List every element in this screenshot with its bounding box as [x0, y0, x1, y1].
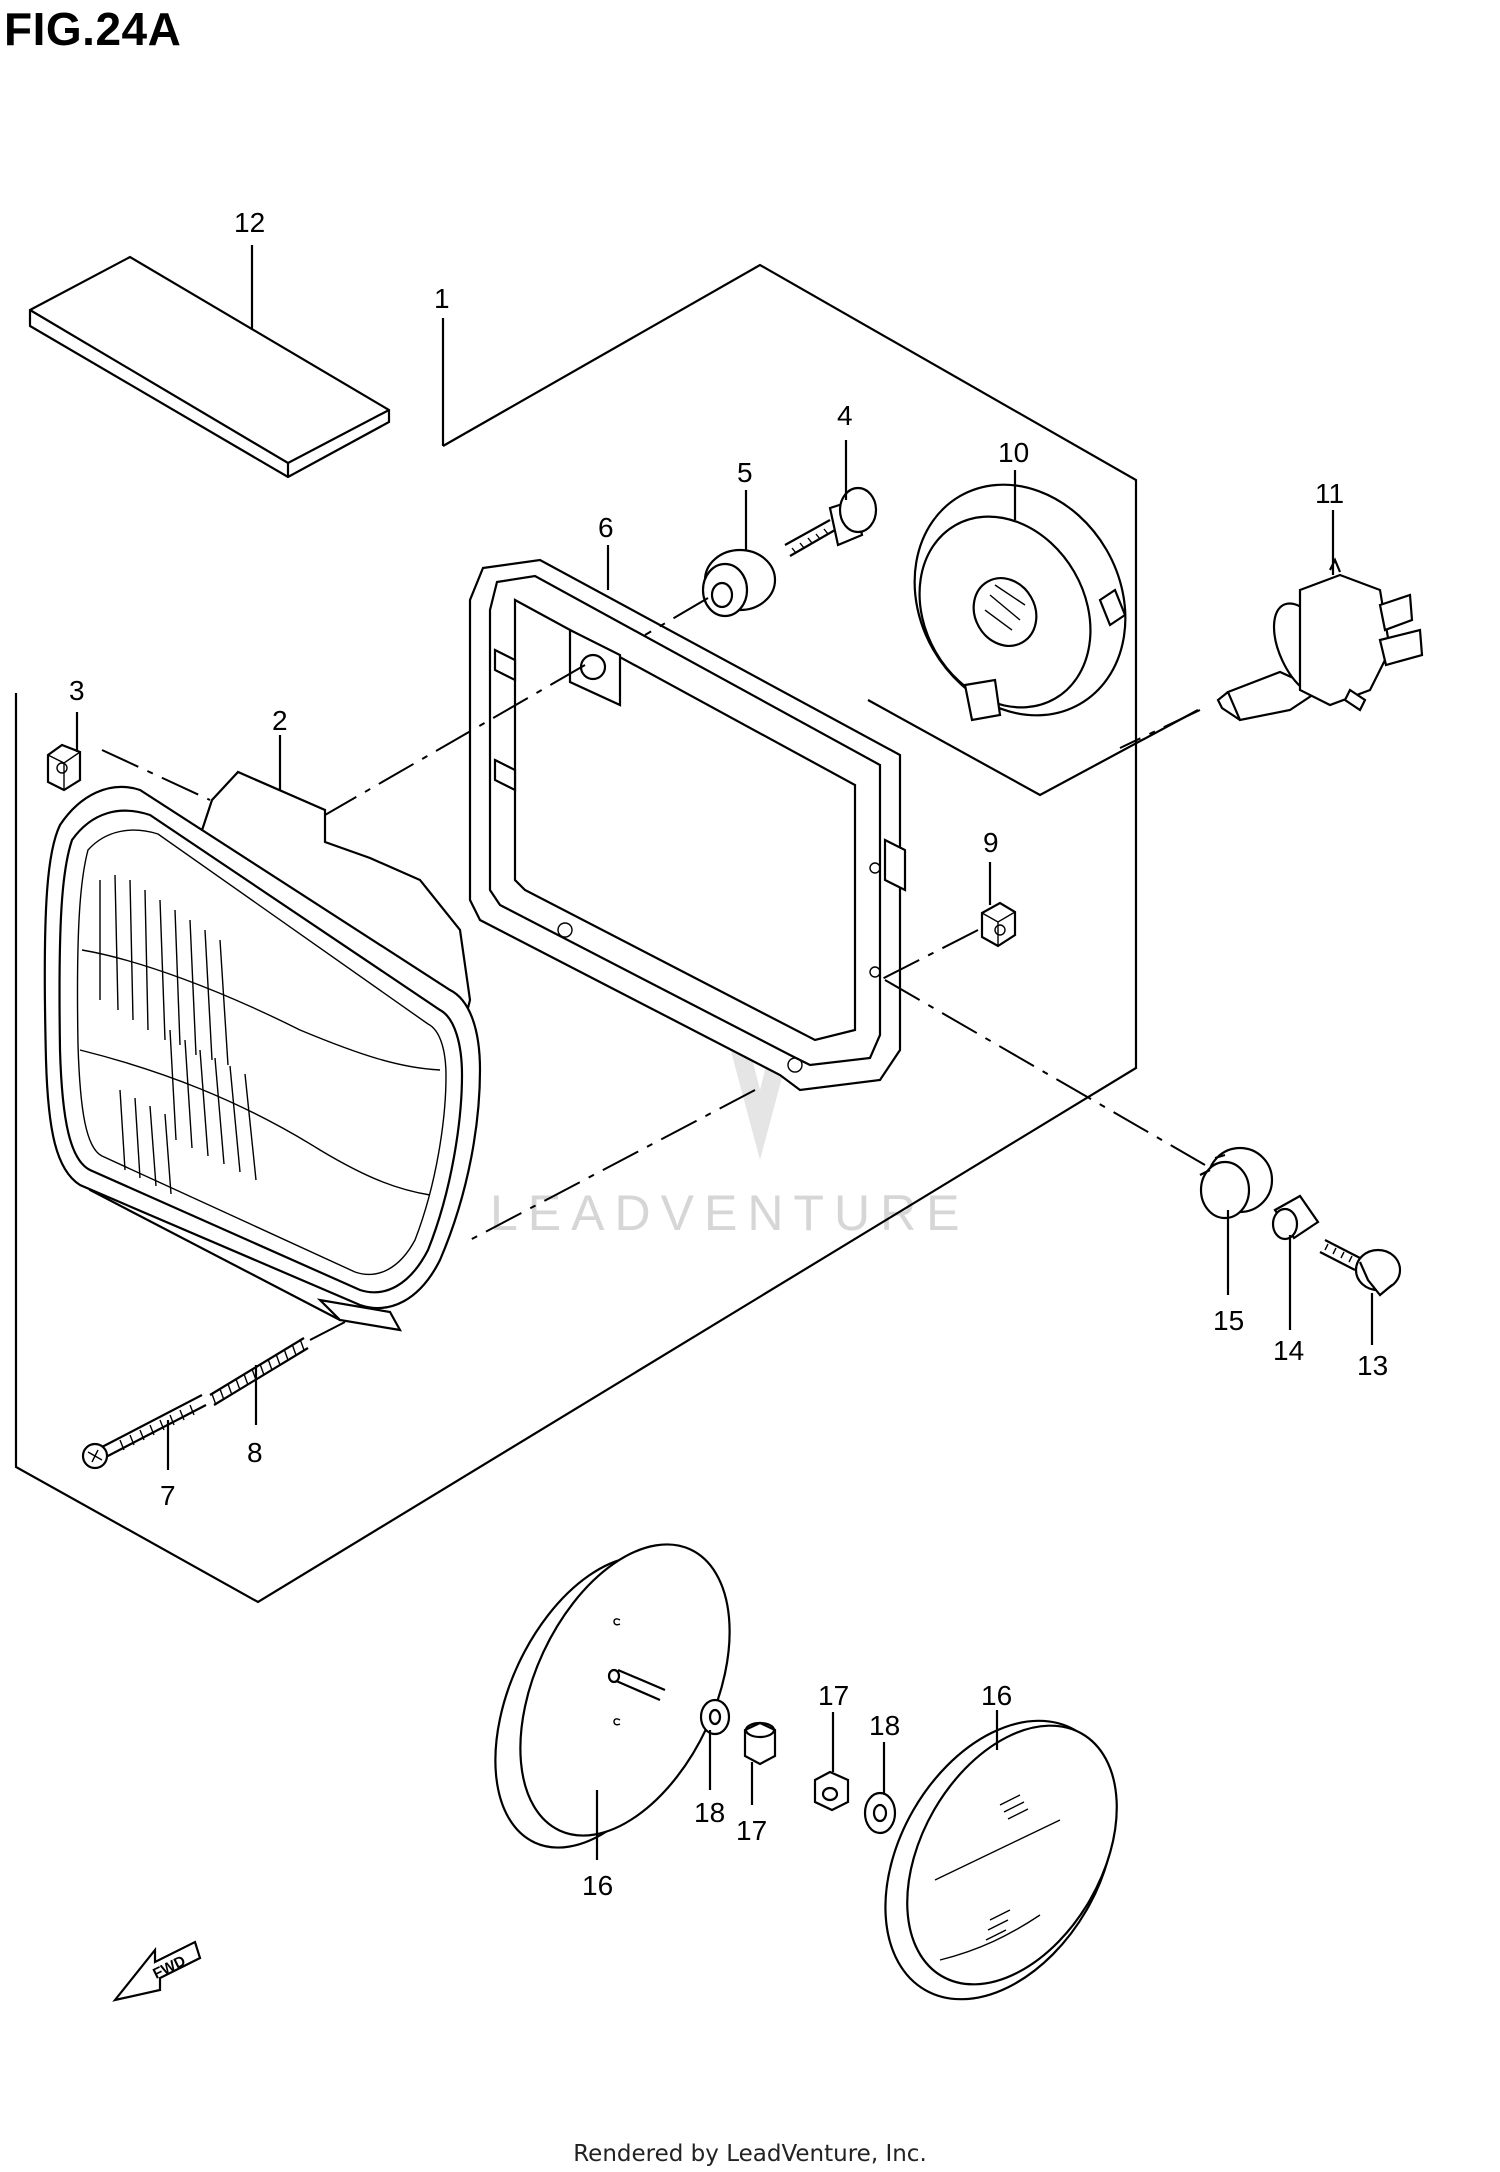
- part-5-grommet: [701, 548, 777, 618]
- label-3: 3: [69, 675, 85, 706]
- label-14: 14: [1273, 1335, 1304, 1366]
- label-18-a: 18: [694, 1797, 725, 1828]
- part-15-grommet: [1199, 1146, 1274, 1220]
- label-18-b: 18: [869, 1710, 900, 1741]
- label-9: 9: [983, 827, 999, 858]
- part-18-washer-b: [863, 1791, 897, 1835]
- label-16-b: 16: [981, 1680, 1012, 1711]
- assembly-outline-box: [14, 263, 1138, 1604]
- label-1: 1: [434, 283, 450, 314]
- alignment-lines: [101, 597, 1206, 1341]
- part-13-screw: [1319, 1239, 1402, 1297]
- part-7-long-screw: [81, 1394, 207, 1470]
- label-17-b: 17: [818, 1680, 849, 1711]
- part-18-washer-a: [699, 1698, 731, 1736]
- part-14-collar: [1271, 1194, 1320, 1241]
- label-8: 8: [247, 1437, 263, 1468]
- part-9-clip-nut: [980, 901, 1017, 948]
- label-4: 4: [837, 400, 853, 431]
- label-11: 11: [1315, 478, 1344, 509]
- part-16-rear-cover: [494, 1543, 731, 1849]
- label-13: 13: [1357, 1350, 1388, 1381]
- label-2: 2: [272, 705, 288, 736]
- part-8-spring: [209, 1337, 309, 1406]
- label-12: 12: [234, 207, 265, 238]
- watermark-text: LEADVENTURE: [490, 1185, 970, 1241]
- part-4-screw: [784, 486, 878, 557]
- label-6: 6: [598, 512, 614, 543]
- label-17-a: 17: [736, 1815, 767, 1846]
- part-6-rim-frame: [468, 558, 907, 1092]
- part-labels: 12 1 4 5 10 11 6 3 2 9 15 14 13 8 7 17 1…: [69, 207, 1388, 1901]
- label-15: 15: [1213, 1305, 1244, 1336]
- part-2-headlamp-unit: [43, 770, 482, 1332]
- footer-credit: Rendered by LeadVenture, Inc.: [573, 2141, 927, 2167]
- fwd-arrow-icon: FWD: [112, 1940, 202, 2002]
- leader-lines: [75, 245, 1374, 1860]
- part-17-nut-b: [813, 1770, 850, 1812]
- part-17-nut-a: [743, 1721, 777, 1766]
- label-5: 5: [737, 457, 753, 488]
- label-16-a: 16: [582, 1870, 613, 1901]
- label-7: 7: [160, 1480, 176, 1511]
- part-10-socket-housing: [913, 483, 1127, 722]
- part-3-nut: [46, 743, 82, 792]
- part-11-bulb: [1216, 557, 1424, 722]
- figure-title: FIG.24A: [4, 3, 182, 55]
- label-10: 10: [998, 437, 1029, 468]
- part-12-label-sheet: [28, 255, 391, 479]
- part-16-front-lens: [884, 1719, 1118, 2001]
